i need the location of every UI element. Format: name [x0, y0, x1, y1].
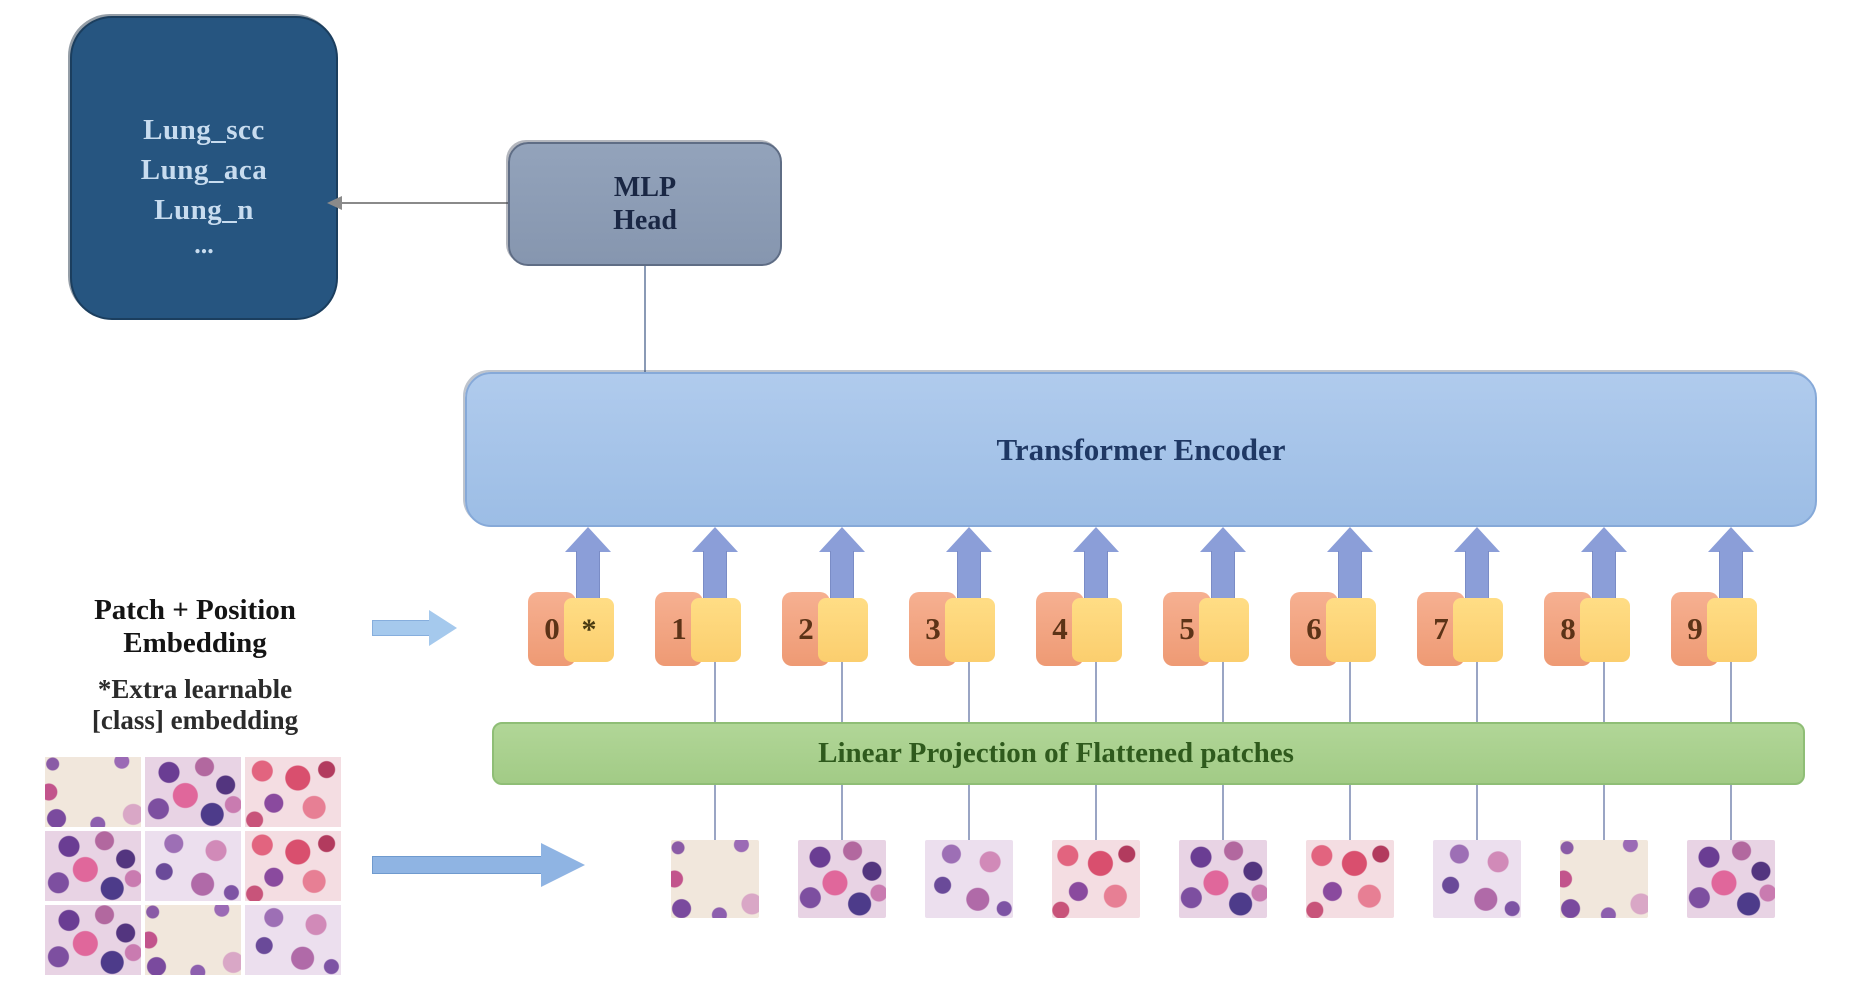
tissue-cell [145, 905, 241, 975]
patch-embedding-token [1580, 598, 1630, 662]
patch-embedding-token [1326, 598, 1376, 662]
mlp-head-label: MLP [613, 172, 677, 203]
tissue-cell [45, 757, 141, 827]
transformer-encoder-label: Transformer Encoder [996, 431, 1286, 467]
tissue-cell [245, 757, 341, 827]
image-patch-8 [1560, 840, 1648, 918]
image-patch-3 [925, 840, 1013, 918]
tissue-cell [245, 831, 341, 901]
image-patch-2 [798, 840, 886, 918]
transformer-encoder-box: Transformer Encoder [465, 372, 1817, 527]
up-arrow-icon [565, 527, 611, 609]
tissue-cell [245, 905, 341, 975]
image-patch-9 [1687, 840, 1775, 918]
image-patch-4 [1052, 840, 1140, 918]
output-class-label: Lung_aca [140, 154, 268, 186]
left-arrowhead-icon [327, 196, 342, 210]
image-patch-6 [1306, 840, 1394, 918]
mlp-to-transformer-line [644, 266, 646, 373]
output-classes-box: Lung_scc Lung_aca Lung_n ... [70, 16, 338, 320]
tissue-cell [145, 757, 241, 827]
image-patch-5 [1179, 840, 1267, 918]
mlp-to-output-line [341, 202, 508, 204]
mlp-head-box: MLP Head [508, 142, 782, 266]
output-class-label: Lung_n [154, 194, 254, 226]
patch-embedding-token [1707, 598, 1757, 662]
tissue-cell [45, 905, 141, 975]
patch-embedding-token [1072, 598, 1122, 662]
patch-embedding-token [1199, 598, 1249, 662]
linear-projection-label: Linear Projection of Flattened patches [818, 737, 1294, 769]
patch-position-embedding-label: Patch + Position Embedding [94, 594, 296, 659]
tissue-cell [145, 831, 241, 901]
ellipsis-label: ... [194, 230, 214, 259]
source-tissue-image [45, 757, 341, 975]
patch-embedding-token [818, 598, 868, 662]
class-token-star: * [564, 598, 614, 662]
image-patch-1 [671, 840, 759, 918]
mlp-head-label: Head [613, 205, 677, 236]
output-class-label: Lung_scc [143, 114, 265, 146]
linear-projection-box: Linear Projection of Flattened patches [492, 722, 1805, 785]
image-patch-7 [1433, 840, 1521, 918]
extra-class-embedding-label: *Extra learnable [class] embedding [91, 674, 299, 735]
patch-embedding-token [691, 598, 741, 662]
tissue-cell [45, 831, 141, 901]
patch-embedding-token [945, 598, 995, 662]
patch-embedding-token [1453, 598, 1503, 662]
